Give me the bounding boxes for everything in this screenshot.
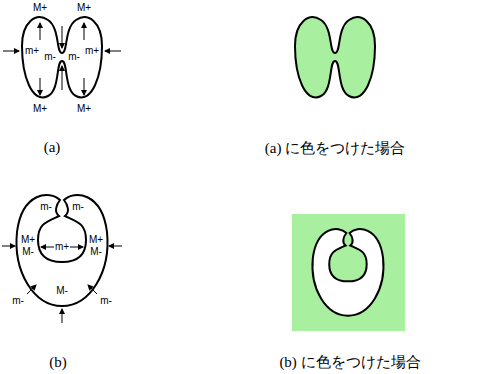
charge-label: M- [56,286,68,296]
charge-label: m- [44,52,56,62]
charge-label: m- [68,52,80,62]
charge-label: m+ [25,46,39,56]
charge-label: M+ [33,104,47,114]
filled-curve-a [295,17,375,97]
force-arrows-b [2,246,122,323]
figure-caption: (a) [44,139,61,156]
force-arrows-a [3,23,121,95]
charge-label: m- [12,296,24,306]
charge-label: M- [90,247,102,257]
charge-label: M- [22,247,34,257]
charge-label: M+ [21,235,35,245]
charge-label: M+ [77,104,91,114]
figure-caption: (a) に色をつけた場合 [265,140,405,157]
figure-caption: (b) [49,354,67,371]
charge-label: m- [72,202,84,212]
charge-label: M+ [33,3,47,13]
curve-a [22,17,102,97]
charge-label: m+ [55,242,69,252]
filled-ground-b [292,214,405,331]
filled-curve-b [312,229,383,316]
charge-label: M+ [77,3,91,13]
charge-label: M+ [89,235,103,245]
charge-label: m- [40,202,52,212]
figure-caption: (b) に色をつけた場合 [279,354,420,371]
charge-label: m- [100,296,112,306]
curve-b [17,195,108,306]
charge-label: m+ [85,46,99,56]
